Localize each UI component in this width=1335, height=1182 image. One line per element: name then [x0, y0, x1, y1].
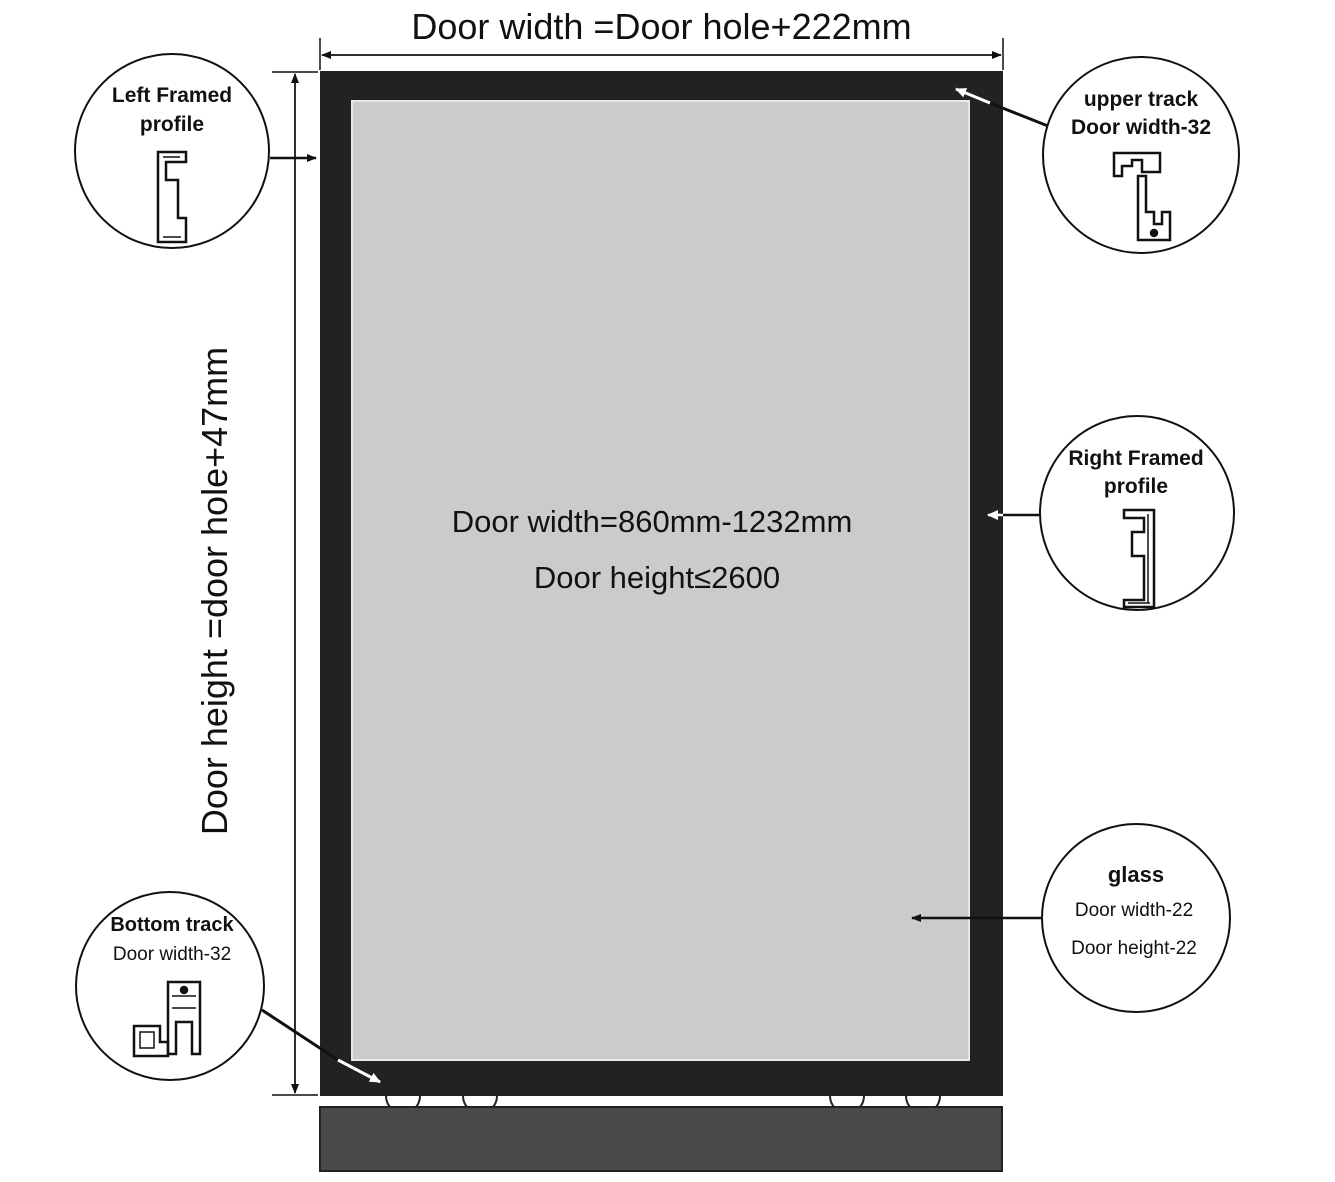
- left-profile-title-line2: profile: [139, 113, 205, 136]
- bottom-track-title: Bottom track: [110, 914, 234, 936]
- bottom-track-icon: [132, 980, 202, 1058]
- upper-track-size: Door width-32: [1071, 116, 1211, 139]
- glass-title: glass: [1107, 862, 1165, 887]
- door-height-dimension-label: Door height =door hole+47mm: [194, 346, 235, 836]
- bottom-track-leader-white: [337, 1058, 381, 1084]
- floor-track-block: [319, 1106, 1003, 1172]
- door-width-dimension-label: Door width =Door hole+222mm: [411, 6, 912, 47]
- upper-track-leader-black: [989, 101, 1049, 128]
- upper-track-title: upper track: [1083, 88, 1199, 111]
- bottom-track-size: Door width-32: [112, 944, 232, 965]
- left-profile-title-line1: Left Framed: [111, 84, 233, 107]
- upper-track-leader-white: [955, 87, 991, 105]
- upper-track-callout: [1042, 56, 1240, 254]
- upper-track-icon: [1112, 151, 1172, 242]
- right-profile-icon: [1122, 508, 1156, 609]
- door-width-range-label: Door width=860mm-1232mm: [451, 504, 853, 539]
- right-profile-callout: [1039, 415, 1235, 611]
- right-profile-title-line1: Right Framed: [1068, 447, 1204, 470]
- glass-width-label: Door width-22: [1074, 900, 1194, 921]
- width-dimension: [319, 38, 1004, 70]
- bottom-track-callout: [75, 891, 265, 1081]
- glass-panel: [351, 100, 970, 1061]
- bottom-track-leader-black: [261, 1008, 339, 1062]
- left-profile-icon: [156, 150, 188, 244]
- door-height-limit-label: Door height≤2600: [533, 560, 781, 595]
- height-dimension: [272, 71, 318, 1096]
- glass-height-label: Door height-22: [1071, 938, 1197, 959]
- right-profile-title-line2: profile: [1103, 475, 1169, 498]
